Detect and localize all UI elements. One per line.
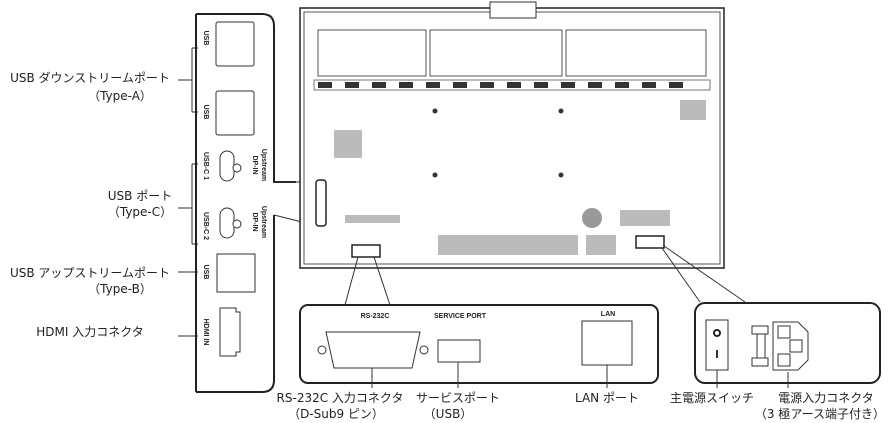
main-power-switch (705, 319, 729, 371)
label-switch: 主電源スイッチ (670, 391, 754, 405)
upstream-text-2: Upstream (260, 206, 267, 238)
rs232c-text: RS-232C (361, 313, 390, 320)
rs232c-callout-marker (351, 244, 381, 258)
usbc1-text: USB-C 1 (202, 152, 209, 180)
usb2-text: USB (202, 105, 209, 120)
label-hdmi: HDMI 入力コネクタ (36, 325, 144, 339)
power-panel (694, 302, 881, 384)
label-service: サービスポート (416, 391, 500, 405)
label-usb-downstream-type: （Type-A） (88, 89, 152, 103)
label-lan: LAN ポート (575, 391, 639, 405)
bottom-port-panel: RS-232C SERVICE PORT LAN (299, 304, 659, 384)
label-usb-c-type: （Type-C） (108, 205, 172, 219)
usb-c-port-2 (219, 207, 235, 239)
dp-in-led-2 (232, 219, 242, 229)
dpin-text-1: DP-IN (251, 155, 258, 174)
usbc2-text: USB-C 2 (202, 212, 209, 240)
leader-lines-left (178, 47, 198, 337)
side-port-callout-marker (315, 179, 327, 227)
usb-c-port-1 (219, 150, 235, 182)
label-usb-upstream: USB アップストリームポート (10, 266, 170, 280)
label-usb-upstream-type: （Type-B） (88, 282, 152, 296)
usb1-text: USB (202, 31, 209, 46)
usb-a-port-2 (215, 90, 255, 136)
label-rs232c: RS-232C 入力コネクタ (277, 391, 404, 405)
usb-a-port-1 (215, 21, 255, 67)
monitor-rear (299, 1, 725, 269)
power-callout-marker (635, 235, 665, 249)
usb-b-port (216, 253, 256, 293)
dp-in-led-1 (232, 163, 242, 173)
service-port-text: SERVICE PORT (434, 313, 487, 320)
label-rs232c-sub: （D-Sub9 ピン） (288, 407, 384, 421)
service-usb-port (437, 339, 481, 363)
dsub9-port (325, 331, 421, 369)
upstream-text-1: Upstream (260, 149, 267, 181)
lan-port (581, 320, 633, 366)
side-panel-text: USB USB USB-C 1 USB-C 2 Upstream DP-IN U… (202, 31, 267, 346)
side-port-panel (195, 13, 319, 393)
dpin-text-2: DP-IN (251, 212, 258, 231)
label-power-sub: （3 極アース端子付き） (755, 406, 885, 421)
label-usb-downstream: USB ダウンストリームポート (10, 70, 170, 85)
hdmi-in-text: HDMI IN (202, 319, 209, 346)
usbb-text: USB (202, 265, 209, 280)
lan-text: LAN (601, 311, 615, 318)
hdmi-port (219, 307, 241, 357)
label-service-sub: （USB） (424, 407, 473, 421)
label-usb-c: USB ポート (108, 189, 172, 203)
label-power: 電源入力コネクタ (778, 391, 874, 405)
